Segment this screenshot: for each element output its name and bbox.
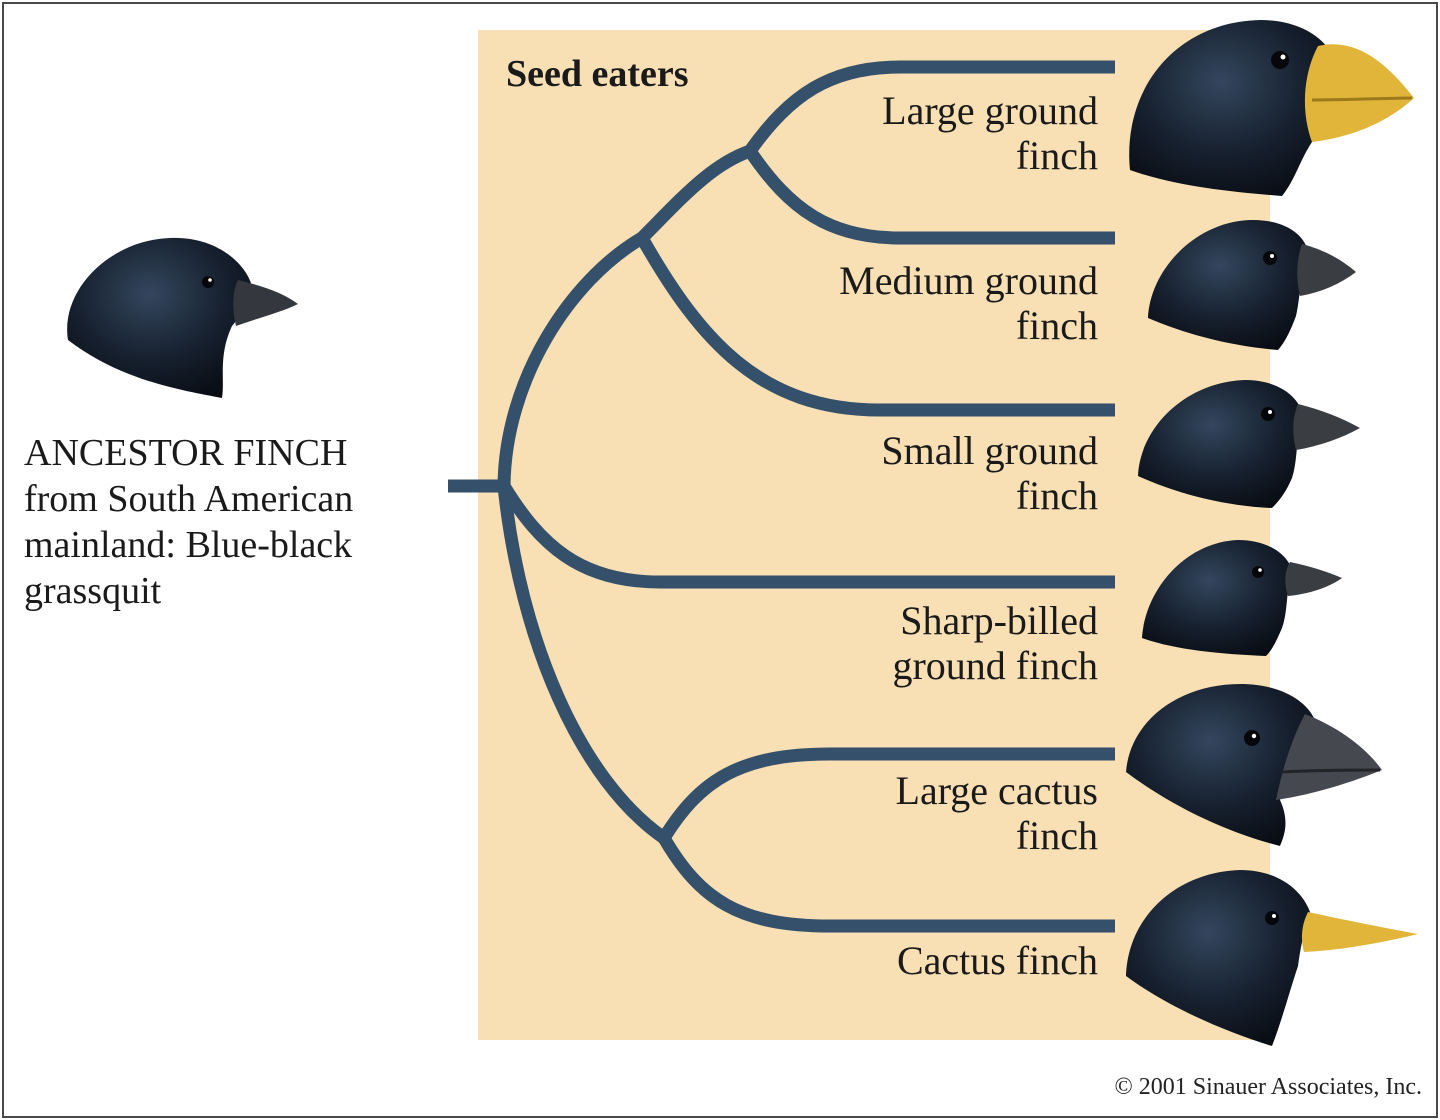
large-ground-finch-head-icon <box>1129 20 1414 196</box>
species-label-sharp-billed-ground-finch: Sharp-billed ground finch <box>892 598 1098 688</box>
species-label-line: Medium ground <box>839 258 1098 303</box>
ancestor-beak <box>233 280 298 326</box>
branch-large-cactus-finch <box>658 747 1115 842</box>
species-label-line: Cactus finch <box>896 938 1098 983</box>
branch-small-ground-finch <box>636 234 1115 417</box>
species-label-large-ground-finch: Large ground finch <box>882 88 1098 178</box>
branch-to-cactus-clade <box>497 485 668 844</box>
species-label-line: finch <box>1015 303 1098 348</box>
cactus-finch-beak <box>1301 912 1418 952</box>
species-label-line: Small ground <box>881 428 1098 473</box>
medium-ground-finch-head-icon <box>1148 219 1356 350</box>
ancestor-label-line: grassquit <box>24 570 162 612</box>
ancestor-label-line: ANCESTOR FINCH <box>24 432 348 474</box>
large-cactus-finch-head-icon <box>1126 684 1382 846</box>
species-label-line: Large cactus <box>895 768 1098 813</box>
branch-to-ground-finch-clade <box>497 232 646 487</box>
species-label-line: finch <box>1015 473 1098 518</box>
sharp-billed-ground-finch-head-icon <box>1142 540 1342 656</box>
ancestor-label-line: mainland: Blue-black <box>24 524 353 566</box>
seed-eaters-panel <box>478 30 1270 1040</box>
ancestor-label-line: from South American <box>24 478 354 520</box>
species-label-small-ground-finch: Small ground finch <box>881 428 1098 518</box>
medium-ground-finch-beak <box>1297 244 1356 296</box>
species-label-line: finch <box>1015 133 1098 178</box>
species-label-line: Sharp-billed <box>900 598 1098 643</box>
species-label-large-cactus-finch: Large cactus finch <box>896 768 1098 858</box>
species-label-line: Large ground <box>882 88 1098 133</box>
branch-medium-ground-finch <box>744 147 1115 245</box>
cactus-finch-head-icon <box>1126 870 1418 1046</box>
ancestor-finch-head-icon <box>67 237 298 398</box>
branch-sharp-billed-ground-finch <box>498 482 1115 589</box>
species-label-line: finch <box>1015 813 1098 858</box>
sharp-billed-ground-finch-beak <box>1285 562 1342 596</box>
species-label-medium-ground-finch: Medium ground finch <box>839 258 1098 348</box>
species-label-cactus-finch: Cactus finch <box>897 938 1098 983</box>
large-cactus-finch-beak <box>1276 714 1382 800</box>
ancestor-label: ANCESTOR FINCH from South American mainl… <box>24 430 454 614</box>
branch-large-ground-finch <box>744 60 1115 155</box>
species-label-line: ground finch <box>892 643 1098 688</box>
branch-cactus-finch <box>658 834 1115 933</box>
tree-branches <box>448 60 1115 933</box>
small-ground-finch-head-icon <box>1138 380 1360 508</box>
copyright-credit: © 2001 Sinauer Associates, Inc. <box>1114 1074 1422 1100</box>
small-ground-finch-beak <box>1293 404 1360 450</box>
branch-to-large-medium-clade <box>637 144 753 243</box>
large-ground-finch-beak <box>1304 44 1414 142</box>
panel-title: Seed eaters <box>506 53 689 95</box>
